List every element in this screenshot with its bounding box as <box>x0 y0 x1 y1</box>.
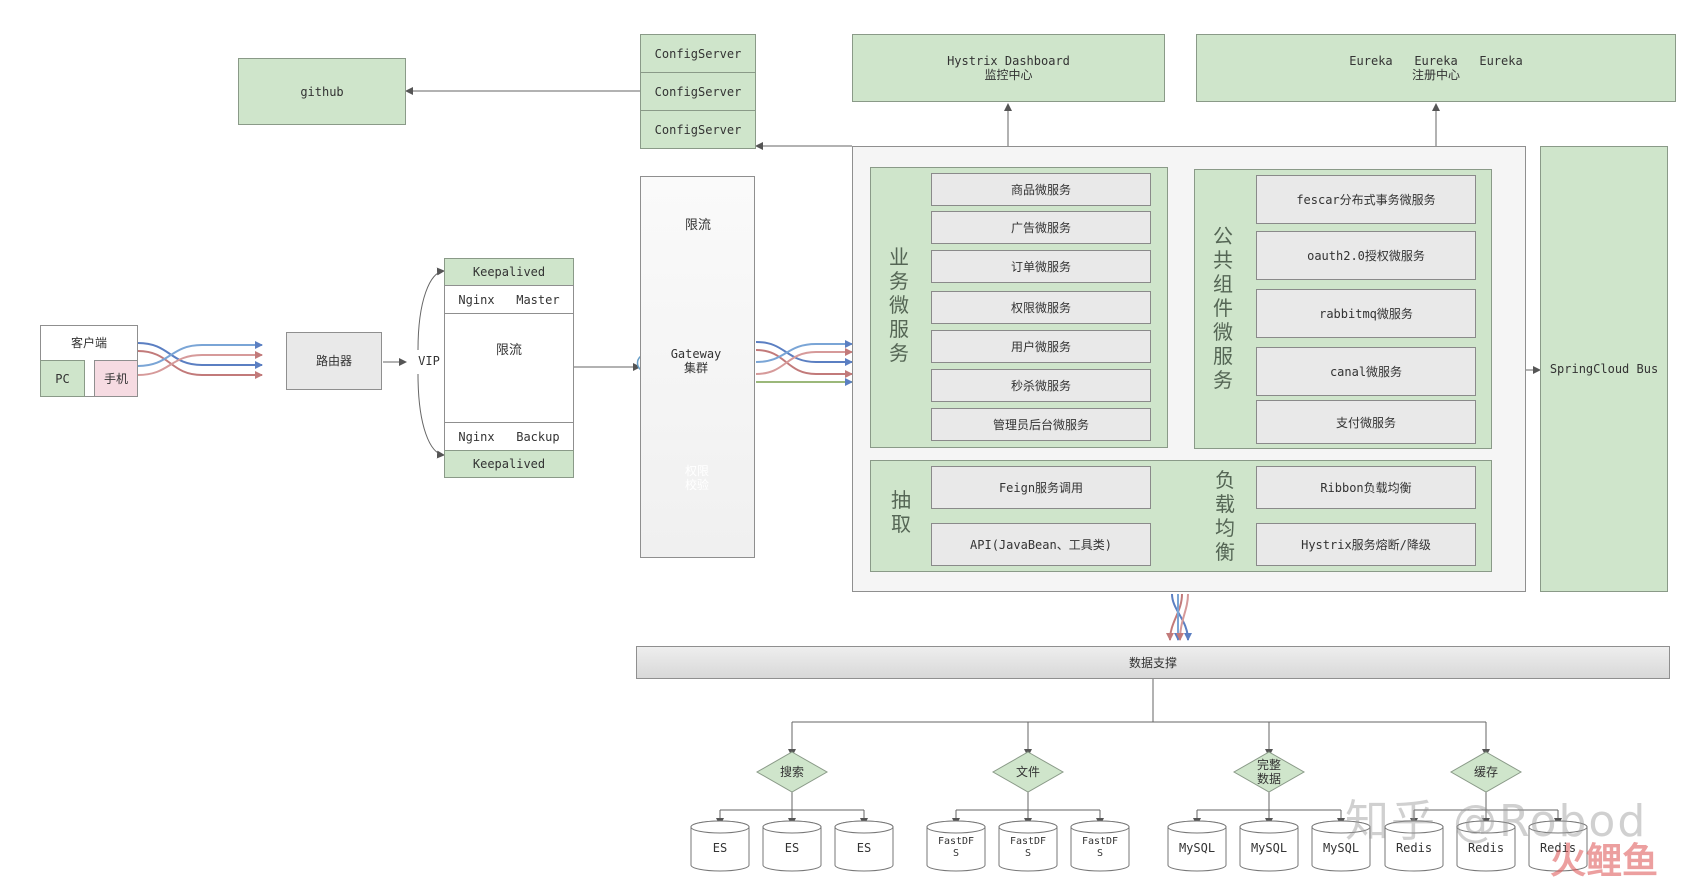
keepalived-bottom: Keepalived <box>444 450 574 478</box>
client-title: 客户端 <box>70 336 107 350</box>
eureka-box: Eureka Eureka Eureka 注册中心 <box>1196 34 1676 102</box>
business-service-item: 用户微服务 <box>931 330 1151 363</box>
client-to-router-links <box>137 341 263 379</box>
datastore-label: MySQL <box>1250 841 1288 855</box>
datastore-label: MySQL <box>1322 841 1360 855</box>
client-box: 客户端 PC 手机 <box>40 325 138 397</box>
common-service-item: 支付微服务 <box>1256 400 1476 444</box>
business-service-item: 订单微服务 <box>931 250 1151 283</box>
business-service-item: 秒杀微服务 <box>931 369 1151 402</box>
business-service-item: 商品微服务 <box>931 173 1151 206</box>
hystrix-dashboard-box: Hystrix Dashboard 监控中心 <box>852 34 1165 102</box>
vip-lower-arc <box>417 373 445 459</box>
file-label: 文件 <box>1015 765 1040 779</box>
feign-call: Feign服务调用 <box>931 466 1151 509</box>
nginx-rate-limit-label: 限流 <box>495 343 522 358</box>
hystrix-circuit-breaker: Hystrix服务熔断/降级 <box>1256 523 1476 566</box>
datastore-label: ES <box>856 841 872 855</box>
gateway-panel <box>640 176 755 558</box>
eureka-title: Eureka Eureka Eureka <box>1349 54 1523 68</box>
datastore-label: MySQL <box>1178 841 1216 855</box>
ribbon-load-balance: Ribbon负载均衡 <box>1256 466 1476 509</box>
datastore-label: ES <box>712 841 728 855</box>
cache-label: 缓存 <box>1473 765 1498 779</box>
datastore-cylinder-cap <box>1167 820 1227 834</box>
gateway-cluster-label: Gateway 集群 <box>670 347 722 375</box>
extract-label: 抽取 <box>891 488 911 536</box>
business-services-label: 业务微服务 <box>889 245 909 365</box>
datastore-cylinder-cap <box>998 820 1058 834</box>
github-box: github <box>238 58 406 125</box>
full-data-label: 完整 数据 <box>1256 758 1281 786</box>
springcloud-bus-box: SpringCloud Bus <box>1540 146 1668 592</box>
services-to-data-links <box>1166 593 1192 641</box>
auth-check-label: 权限 校验 <box>684 464 709 492</box>
datastore-cylinder-cap <box>1239 820 1299 834</box>
common-service-item: rabbitmq微服务 <box>1256 289 1476 338</box>
config-server-2: ConfigServer <box>640 72 756 111</box>
config-server-3: ConfigServer <box>640 110 756 149</box>
common-service-item: oauth2.0授权微服务 <box>1256 231 1476 280</box>
datastore-label: FastDF S <box>937 836 975 859</box>
file-store-links <box>952 790 1104 826</box>
datastore-cylinder-cap <box>1311 820 1371 834</box>
business-service-item: 广告微服务 <box>931 211 1151 244</box>
router-box: 路由器 <box>286 332 382 390</box>
zhihu-watermark: 知乎 @Robod <box>1345 796 1648 847</box>
search-store-links <box>716 790 868 826</box>
eureka-subtitle: 注册中心 <box>1411 68 1460 82</box>
nginx-master: Nginx Master <box>444 285 574 314</box>
datastore-cylinder-cap <box>1384 820 1444 834</box>
keepalived-top: Keepalived <box>444 258 574 286</box>
diamond-file <box>991 751 1065 793</box>
nginx-backup: Nginx Backup <box>444 422 574 451</box>
common-service-item: canal微服务 <box>1256 347 1476 396</box>
datastore-label: FastDF S <box>1081 836 1119 859</box>
config-server-1: ConfigServer <box>640 34 756 73</box>
logo-watermark: 火鲤鱼 <box>1550 841 1659 882</box>
vip-label: VIP <box>417 354 441 368</box>
data-support-bar: 数据支撑 <box>636 646 1670 679</box>
datastore-label: ES <box>784 841 800 855</box>
mysql-store-links <box>1193 790 1345 826</box>
datastore-cylinder-cap <box>762 820 822 834</box>
vip-upper-arc <box>417 267 445 351</box>
datastore-cylinder-cap <box>834 820 894 834</box>
datastore-cylinder-cap <box>1070 820 1130 834</box>
client-pc: PC <box>40 360 85 397</box>
diamond-full-data <box>1232 751 1306 793</box>
gateway-to-services-links <box>755 340 853 386</box>
nginx-cluster: Keepalived Nginx Master 限流 Nginx Backup … <box>444 258 574 478</box>
load-balance-label: 负载均衡 <box>1215 468 1235 564</box>
api-common: API(JavaBean、工具类) <box>931 523 1151 566</box>
datastore-cylinder-cap <box>690 820 750 834</box>
business-service-item: 权限微服务 <box>931 291 1151 324</box>
search-label: 搜索 <box>779 765 804 779</box>
datastore-cylinders <box>690 820 1588 872</box>
datastore-label: FastDF S <box>1009 836 1047 859</box>
common-components-label: 公共组件微服务 <box>1213 224 1233 392</box>
hystrix-dashboard-subtitle: 监控中心 <box>984 68 1033 82</box>
gateway-rate-limit-label: 限流 <box>684 218 711 233</box>
datastore-label: Redis <box>1467 841 1505 855</box>
datastore-cylinder-cap <box>1456 820 1516 834</box>
client-phone: 手机 <box>94 360 138 397</box>
business-service-item: 管理员后台微服务 <box>931 408 1151 441</box>
diamond-search <box>755 751 829 793</box>
datastore-label: Redis <box>1395 841 1433 855</box>
datastore-cylinder-cap <box>1528 820 1588 834</box>
datastore-label: Redis <box>1539 841 1577 855</box>
datastore-cylinder-cap <box>926 820 986 834</box>
diamond-cache <box>1449 751 1523 793</box>
common-service-item: fescar分布式事务微服务 <box>1256 175 1476 224</box>
hystrix-dashboard-title: Hystrix Dashboard <box>947 54 1070 68</box>
